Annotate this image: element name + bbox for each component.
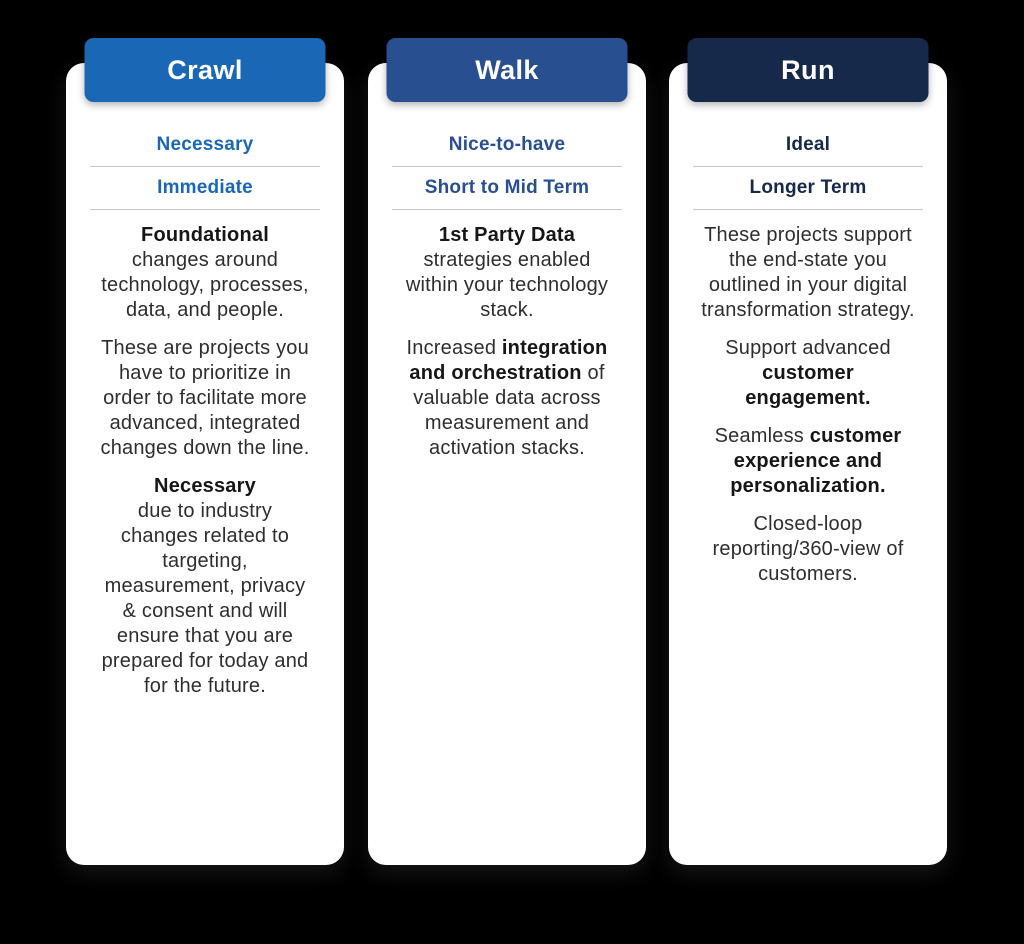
divider	[90, 166, 320, 167]
walk-tag-timeframe: Short to Mid Term	[424, 177, 590, 198]
run-header-label: Run	[781, 54, 835, 85]
run-tag-timeframe: Longer Term	[749, 177, 867, 198]
divider	[693, 209, 923, 210]
walk-header-pill: Walk	[386, 38, 628, 102]
paragraph: Increased integration and orchestration …	[406, 337, 608, 459]
walk-card-body: Nice-to-have Short to Mid Term 1st Party…	[368, 63, 646, 461]
paragraph: Support advanced customer engagement.	[725, 337, 891, 409]
divider	[392, 166, 622, 167]
divider	[693, 166, 923, 167]
run-paragraphs: These projects support the end-state you…	[693, 223, 923, 587]
paragraph: Closed-loop reporting/360-view of custom…	[712, 513, 904, 585]
crawl-tag-timeframe: Immediate	[157, 177, 253, 198]
crawl-header-pill: Crawl	[84, 38, 326, 102]
run-card: Run Ideal Longer Term These projects sup…	[669, 38, 947, 865]
paragraph: These projects support the end-state you…	[701, 224, 915, 321]
walk-header-label: Walk	[475, 54, 539, 85]
paragraph: These are projects you have to prioritiz…	[100, 337, 310, 459]
divider	[90, 209, 320, 210]
run-tag-priority: Ideal	[785, 134, 831, 155]
crawl-header-label: Crawl	[167, 54, 243, 85]
run-header-pill: Run	[687, 38, 929, 102]
run-card-body: Ideal Longer Term These projects support…	[669, 63, 947, 587]
divider	[392, 209, 622, 210]
paragraph: Seamless customer experience and persona…	[714, 425, 902, 497]
crawl-tag-priority: Necessary	[156, 134, 254, 155]
walk-card: Walk Nice-to-have Short to Mid Term 1st …	[368, 38, 646, 865]
walk-tag-priority: Nice-to-have	[448, 134, 566, 155]
